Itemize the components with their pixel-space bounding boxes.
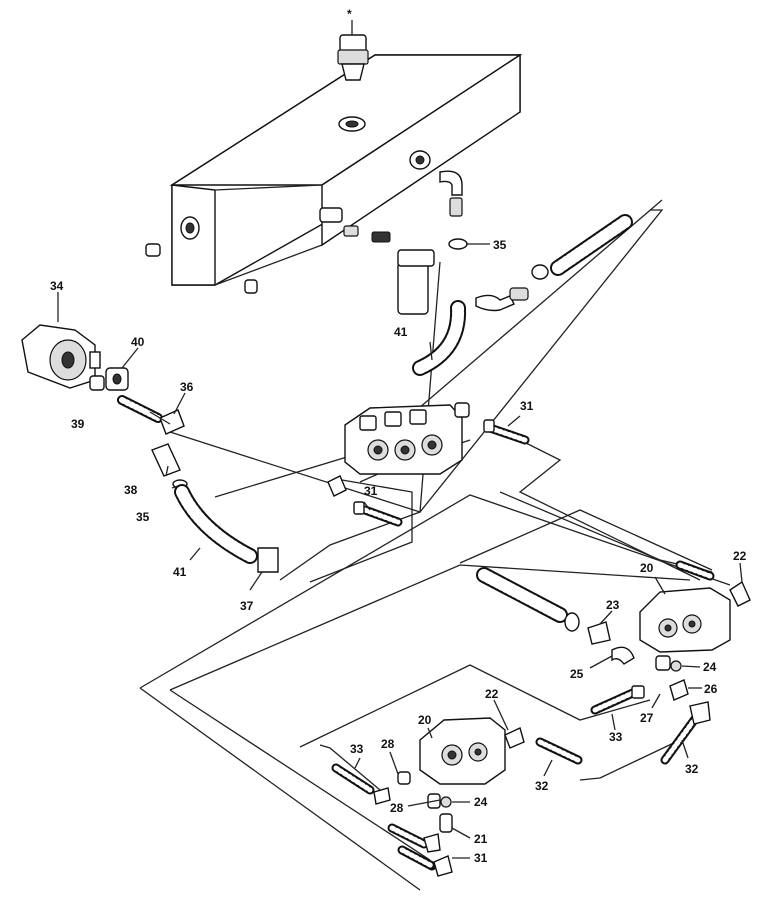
hose-31-upper [454, 402, 530, 445]
label-31-lower: 31 [474, 851, 488, 865]
leader-lines [57, 20, 743, 859]
directional-valve-lower [419, 717, 506, 785]
filler-cap [337, 34, 369, 132]
fittings-24-26-27 [660, 660, 711, 765]
control-valve-bank [344, 404, 463, 475]
hydraulic-tank [145, 53, 523, 294]
hose-33-lower [331, 763, 411, 805]
label-34: 34 [50, 279, 64, 293]
hose-33-right [590, 685, 645, 715]
fitting-38 [151, 443, 188, 489]
callout-labels: * 35 34 41 40 36 39 31 38 31 35 22 20 41… [50, 7, 747, 865]
label-33-right: 33 [609, 730, 623, 744]
label-41-upper: 41 [394, 325, 408, 339]
label-20-right: 20 [640, 561, 654, 575]
label-39: 39 [71, 417, 85, 431]
tank-return-fittings [439, 170, 468, 250]
label-28-lower: 28 [390, 801, 404, 815]
label-24-lower: 24 [474, 795, 488, 809]
hose-22-right [675, 560, 751, 607]
label-36: 36 [180, 380, 194, 394]
label-32-right: 32 [685, 762, 699, 776]
directional-valve-right [639, 587, 731, 671]
label-25: 25 [570, 667, 584, 681]
fittings-21-24-28 [427, 793, 453, 833]
hose-32-lower [504, 727, 583, 765]
label-31-middle: 31 [364, 484, 378, 498]
hose-25 [476, 567, 635, 665]
suction-filter [319, 207, 549, 315]
label-20-lower: 20 [418, 713, 432, 727]
label-33-lower: 33 [350, 742, 364, 756]
label-22-lower: 22 [485, 687, 499, 701]
suction-hose-upper [412, 300, 467, 376]
label-38: 38 [124, 483, 138, 497]
suction-hose-lower [174, 484, 279, 573]
label-27: 27 [640, 711, 654, 725]
label-star: * [347, 7, 352, 21]
label-24-right: 24 [703, 660, 717, 674]
label-41-lower: 41 [173, 565, 187, 579]
label-28-upper: 28 [381, 737, 395, 751]
label-22-right: 22 [733, 549, 747, 563]
hose-31-middle [327, 475, 403, 527]
pump-fitting-39 [89, 375, 105, 391]
label-35-top: 35 [493, 238, 507, 252]
label-35-lower: 35 [136, 510, 150, 524]
hose-31-lower [387, 823, 453, 877]
hydraulic-pump [21, 324, 101, 389]
label-26: 26 [704, 682, 718, 696]
label-31-upper: 31 [520, 399, 534, 413]
label-37: 37 [240, 599, 254, 613]
label-32-lower: 32 [535, 779, 549, 793]
return-hose-top [550, 214, 633, 276]
routing-lines [139, 199, 731, 891]
pump-fitting-40 [105, 367, 129, 391]
label-40: 40 [131, 335, 145, 349]
label-23: 23 [606, 598, 620, 612]
pump-hose-fitting [117, 395, 185, 435]
label-21: 21 [474, 832, 488, 846]
